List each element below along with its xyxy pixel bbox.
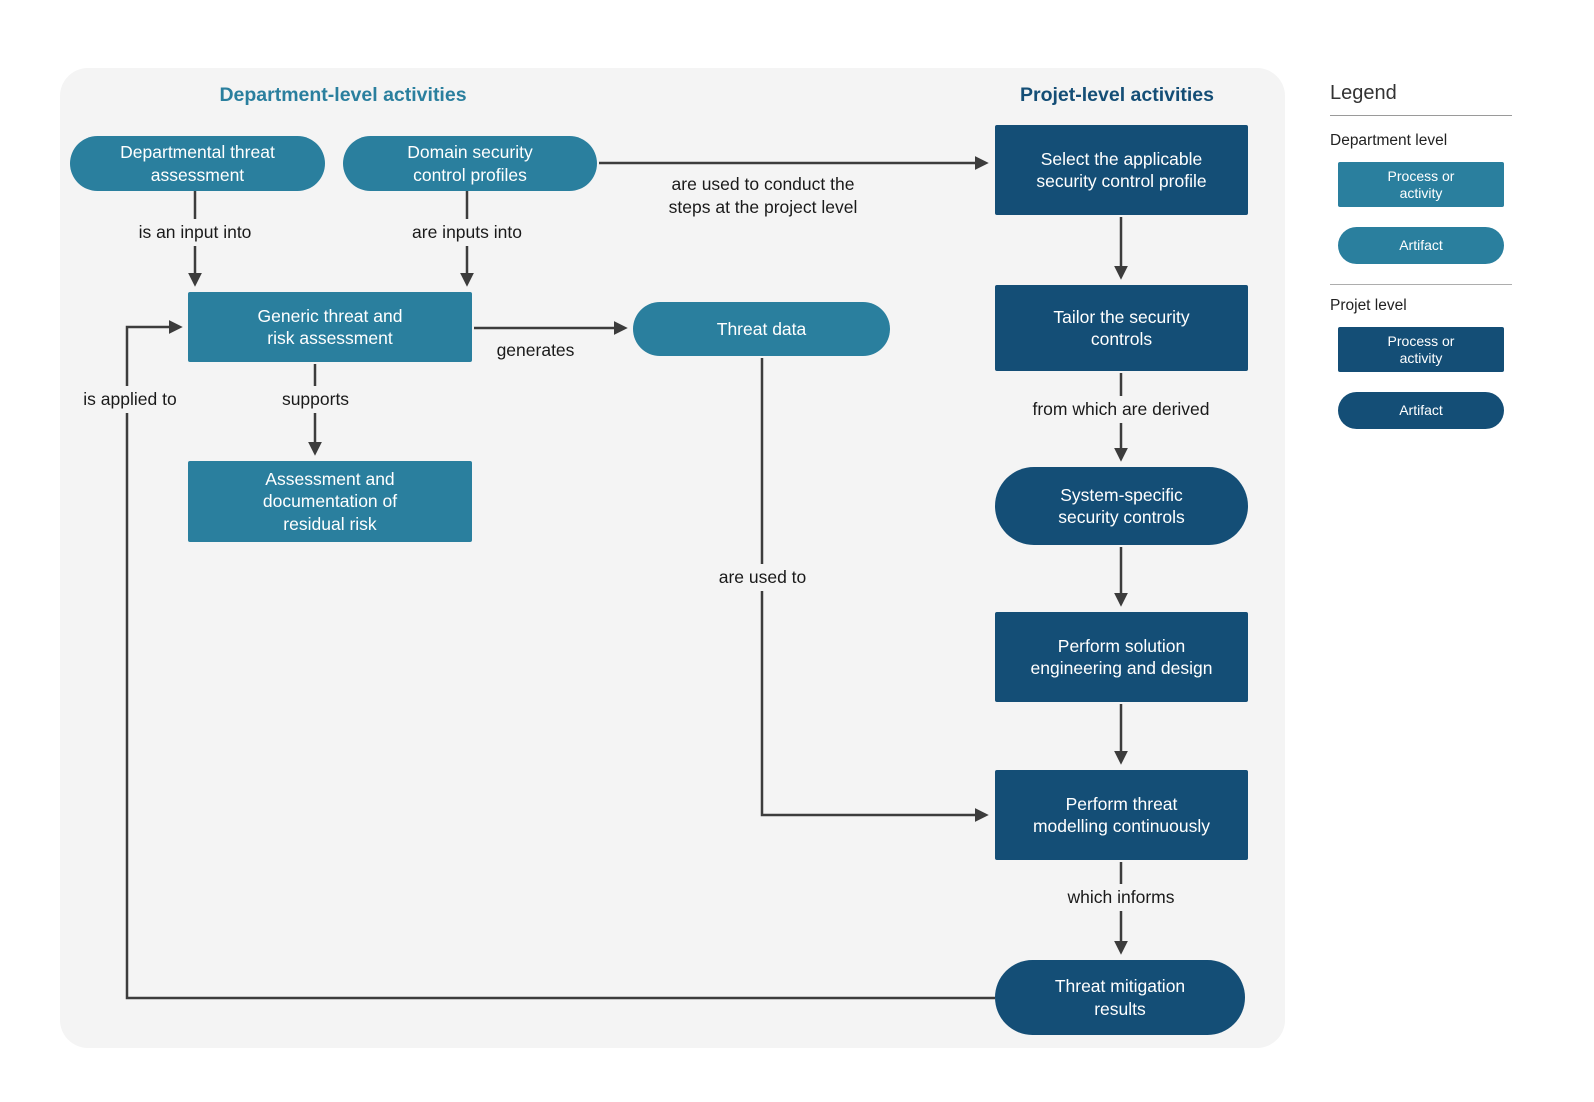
legend: Legend Department level Process or activ… (1330, 82, 1512, 449)
edge-label-are-used-to: are used to (700, 564, 825, 591)
node-domain-security-control-profiles: Domain security control profiles (343, 136, 597, 191)
project-section-title: Projet-level activities (1019, 84, 1214, 106)
legend-divider (1330, 284, 1512, 285)
legend-project-level-label: Projet level (1330, 297, 1407, 314)
edge-label-are-inputs-into: are inputs into (377, 219, 557, 246)
node-threat-data: Threat data (633, 302, 890, 356)
legend-department-level-label: Department level (1330, 132, 1448, 149)
node-threat-mitigation-results: Threat mitigation results (995, 960, 1245, 1035)
edge-label-which-informs: which informs (1046, 884, 1196, 911)
node-tailor-security-controls: Tailor the security controls (995, 285, 1248, 371)
edge-label-supports: supports (258, 386, 373, 413)
legend-title: Legend (1330, 82, 1512, 116)
edge-label-from-which-are-derived: from which are derived (1021, 396, 1221, 423)
node-perform-threat-modelling: Perform threat modelling continuously (995, 770, 1248, 860)
node-generic-threat-risk-assessment: Generic threat and risk assessment (188, 292, 472, 362)
legend-project-process-swatch: Process or activity (1338, 327, 1504, 372)
legend-project-artifact-swatch: Artifact (1338, 392, 1504, 429)
node-departmental-threat-assessment: Departmental threat assessment (70, 136, 325, 191)
node-assessment-residual-risk: Assessment and documentation of residual… (188, 461, 472, 542)
node-perform-solution-engineering: Perform solution engineering and design (995, 612, 1248, 702)
edge-label-is-an-input-into: is an input into (105, 219, 285, 246)
legend-department-artifact-swatch: Artifact (1338, 227, 1504, 264)
edge-label-used-to-conduct: are used to conduct the steps at the pro… (643, 171, 883, 221)
edge-label-is-applied-to: is applied to (70, 386, 190, 413)
edge-label-generates: generates (478, 337, 593, 364)
legend-department-process-swatch: Process or activity (1338, 162, 1504, 207)
node-system-specific-security-controls: System-specific security controls (995, 467, 1248, 545)
node-select-security-control-profile: Select the applicable security control p… (995, 125, 1248, 215)
department-section-title: Department-level activities (219, 84, 467, 106)
